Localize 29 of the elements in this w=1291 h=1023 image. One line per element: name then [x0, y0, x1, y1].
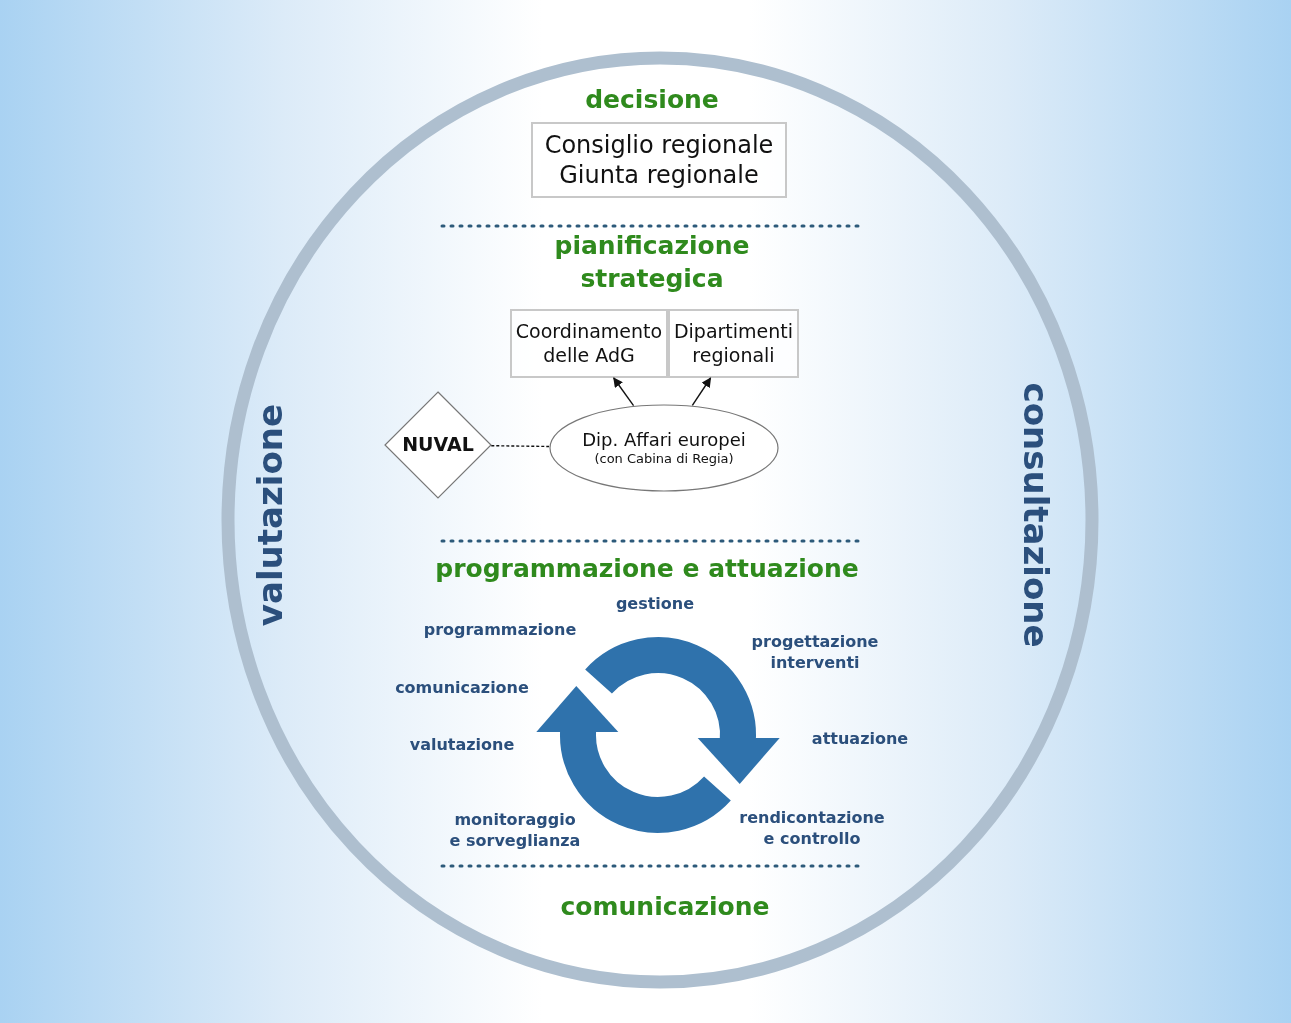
cycle-label: attuazione	[810, 729, 910, 750]
ellipse-text: (con Cabina di Regia)	[594, 451, 734, 468]
connector-line	[490, 445, 550, 448]
box-text: Coordinamento delle AdG	[514, 319, 664, 368]
department-ellipse	[549, 404, 779, 492]
side-label: consultazione	[1015, 381, 1058, 650]
office-box	[510, 309, 668, 378]
section-heading: comunicazione	[559, 891, 771, 923]
evaluation-unit-diamond	[384, 391, 492, 499]
ellipse-text: Dip. Affari europei	[582, 428, 746, 452]
section-heading: programmazione e attuazione	[434, 553, 860, 585]
cycle-label: gestione	[614, 594, 696, 615]
diamond-text: NUVAL	[402, 433, 474, 457]
office-box	[668, 309, 799, 378]
cycle-label: rendicontazione e controllo	[738, 808, 886, 850]
section-heading: decisione	[584, 84, 720, 116]
side-label: valutazione	[248, 402, 291, 629]
cycle-label: comunicazione	[394, 678, 530, 699]
arrow	[613, 377, 635, 407]
box-text: Giunta regionale	[559, 160, 759, 190]
arrow	[691, 377, 712, 407]
box-text: Consiglio regionale	[544, 130, 774, 160]
decision-body-box	[531, 122, 787, 198]
cycle-label: valutazione	[408, 735, 516, 756]
cycle-label: monitoraggio e sorveglianza	[448, 810, 582, 852]
cycle-label: progettazione interventi	[750, 632, 880, 674]
cycle-label: programmazione	[422, 620, 578, 641]
section-heading: pianificazione strategica	[553, 230, 751, 295]
box-text: Dipartimenti regionali	[672, 319, 795, 368]
